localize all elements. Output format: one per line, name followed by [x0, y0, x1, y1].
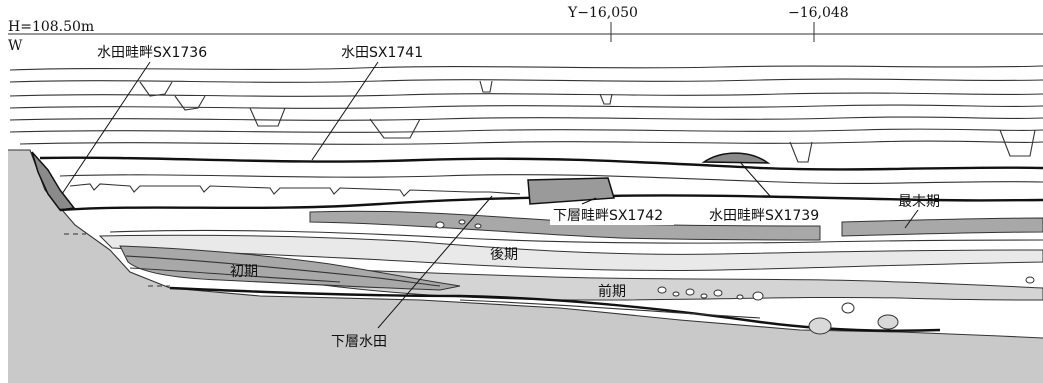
pit-3	[249, 107, 286, 127]
gravel-clasts	[435, 219, 1035, 335]
pit-4	[369, 118, 421, 139]
leader-sx1741	[311, 61, 379, 161]
label-sx1742: 下層畦畔SX1742	[553, 208, 663, 224]
label-bg-sx1741	[338, 41, 432, 61]
pit-7	[999, 129, 1036, 157]
label-bg-sx1739	[706, 205, 836, 225]
label-kouki: 後期	[490, 247, 518, 263]
direction-label: W	[8, 38, 23, 54]
leader-kasou-suiden	[377, 195, 493, 329]
paddy-sx1741-surface	[39, 156, 1043, 171]
leader-sx1739	[739, 161, 771, 197]
sx1742-ridge	[527, 177, 615, 205]
pit-2	[174, 95, 206, 111]
final-period-band	[841, 217, 1043, 237]
stratum-line-4	[9, 104, 1043, 109]
label-saimatsuki: 最末期	[898, 194, 940, 210]
stratum-line-1	[9, 65, 1043, 71]
stratum-line-10	[459, 299, 761, 319]
bedrock	[8, 150, 1043, 383]
label-zenki: 前期	[598, 283, 626, 300]
label-bg-sx1742	[550, 205, 674, 225]
stratum-line-5	[9, 116, 1043, 121]
stratum-line-6	[9, 128, 1043, 133]
late-period-band	[309, 210, 821, 241]
coord-label-a: Y−16,050	[567, 5, 638, 21]
kouki-zone	[98, 234, 1043, 272]
label-sx1736: 水田畦畔SX1736	[97, 45, 207, 61]
label-shoki: 初期	[230, 263, 258, 280]
zenki-zone	[299, 267, 1043, 301]
shoki-zone	[119, 245, 461, 291]
leader-sx1742	[581, 197, 597, 205]
stratum-line-2	[9, 78, 1043, 83]
shoki-inner-2	[129, 267, 341, 283]
shoki-inner-1	[125, 255, 441, 287]
lower-paddy-base	[169, 286, 941, 332]
label-sx1741: 水田SX1741	[341, 45, 423, 61]
leader-sx1736	[61, 61, 151, 195]
coord-label-b: −16,048	[788, 5, 849, 21]
pit-5	[479, 80, 493, 93]
label-bg-kasou-suiden	[328, 330, 392, 350]
stratum-line-8	[59, 174, 1043, 184]
stratum-line-7	[19, 140, 1043, 145]
label-sx1739: 水田畦畔SX1739	[709, 208, 819, 224]
crenulated-line	[69, 183, 521, 197]
stratum-line-9	[109, 229, 1043, 244]
sx1739-ridge	[701, 152, 771, 164]
leader-saimatsuki	[904, 209, 919, 229]
pit-8	[599, 93, 613, 105]
label-bg-sx1736	[94, 41, 218, 61]
label-kasou-suiden: 下層水田	[331, 334, 387, 350]
pit-1	[139, 81, 173, 97]
elevation-label: H=108.50m	[8, 19, 94, 35]
pit-6	[789, 141, 813, 163]
stratum-line-3	[9, 92, 1043, 97]
